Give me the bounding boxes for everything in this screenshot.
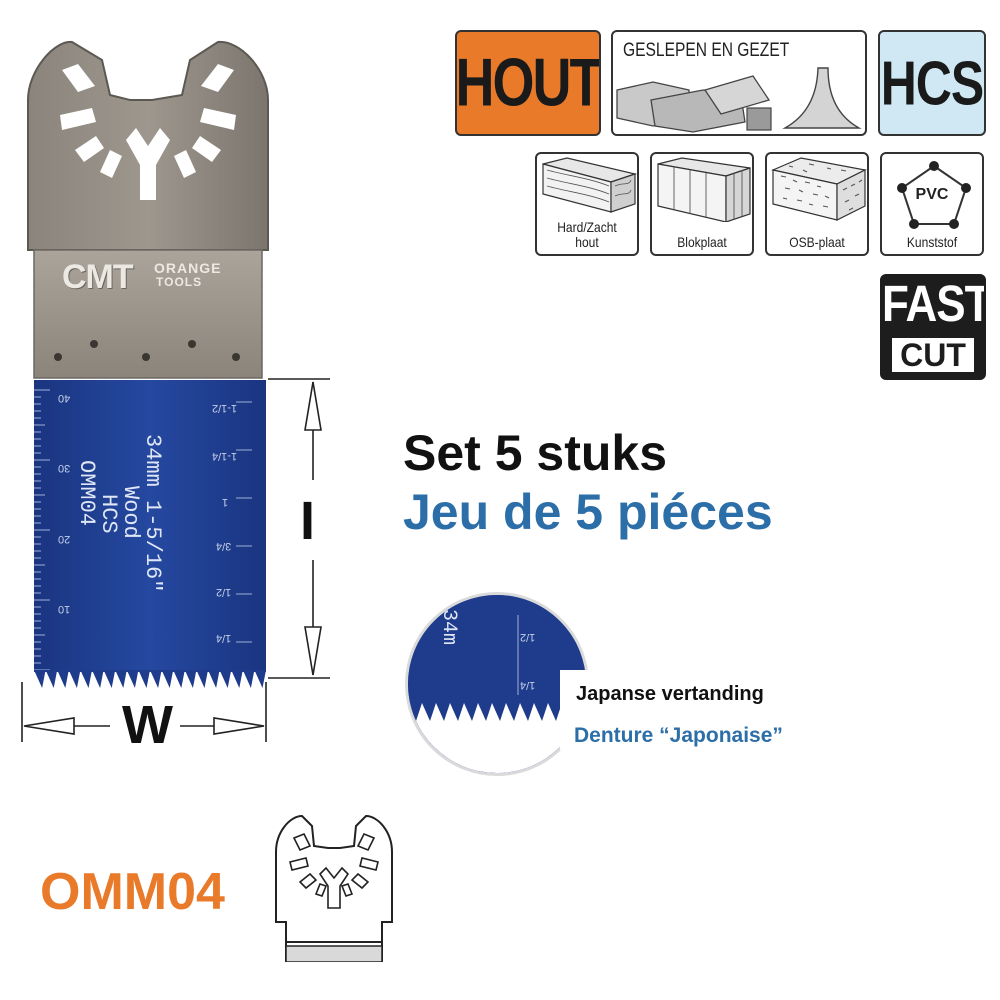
product-code: OMM04: [40, 863, 225, 921]
teeth-row: [34, 670, 275, 688]
fast-cut-line2: CUT: [892, 338, 974, 372]
pvc-icon-text: PVC: [915, 186, 949, 203]
detail-tick-label: 1/4: [520, 679, 536, 691]
blade-illustration: [27, 40, 275, 688]
material-caption-line1: Kunststof: [906, 234, 958, 250]
osb-board-icon: [771, 157, 867, 221]
length-dimension-label: I: [300, 491, 316, 551]
rivets: [54, 340, 240, 361]
material-caption: Hard/Zacht hout: [544, 220, 630, 250]
tooth-detail-teeth: [408, 595, 586, 773]
hcs-steel-label: HCS: [880, 48, 984, 118]
detail-teeth-row: [408, 703, 586, 721]
detail-blade-text: 34m: [437, 609, 460, 646]
ground-and-set-label: GESLEPEN EN GEZET: [623, 40, 790, 61]
material-blockboard: Blokplaat: [650, 152, 754, 256]
material-hardwood-softwood: Hard/Zacht hout: [535, 152, 639, 256]
fast-cut-line1: FAST: [882, 276, 986, 333]
wood-application-label: HOUT: [455, 45, 601, 121]
tooth-type-nl: Japanse vertanding: [576, 683, 764, 705]
blade-mount-head: [27, 40, 269, 251]
fast-cut-badge: FAST CUT: [880, 274, 986, 380]
material-osb: OSB-plaat: [765, 152, 869, 256]
blade-outline-icon: [275, 814, 393, 962]
material-caption: Blokplaat: [659, 235, 745, 250]
blade-cutting-section: [34, 380, 266, 672]
wood-application-badge: HOUT: [455, 30, 601, 136]
cmt-logo-sub2: TOOLS: [156, 275, 203, 289]
width-dimension-label: W: [122, 695, 173, 755]
mount-cutouts: [60, 64, 236, 200]
japanese-teeth: [34, 670, 275, 688]
tooth-detail-mask: [560, 670, 600, 750]
cmt-logo: CMT ORANGE TOOLS: [62, 258, 242, 298]
set-quantity-fr: Jeu de 5 piéces: [403, 484, 773, 540]
blockboard-icon: [657, 157, 751, 222]
detail-tick-label: 1/2: [520, 631, 536, 643]
tooth-profile-icon: [616, 67, 862, 133]
ground-and-set-badge: GESLEPEN EN GEZET: [611, 30, 867, 136]
material-caption-line1: Hard/Zacht: [557, 219, 617, 235]
cmt-logo-sub1: ORANGE: [154, 260, 222, 276]
tooth-detail-zoom: 34m 1/2 1/4: [405, 592, 589, 776]
material-caption-line1: Blokplaat: [677, 234, 727, 250]
hcs-steel-badge: HCS: [878, 30, 986, 136]
set-quantity-nl: Set 5 stuks: [403, 425, 668, 481]
pvc-pentagon-icon: [897, 161, 971, 229]
material-caption-line1: OSB-plaat: [789, 234, 845, 250]
metric-scale: [34, 389, 252, 671]
material-caption: OSB-plaat: [774, 235, 860, 250]
dimension-arrows: [21, 378, 330, 742]
material-plastic: PVC Kunststof: [880, 152, 984, 256]
material-caption-line2: hout: [575, 234, 599, 250]
wood-plank-icon: [542, 157, 637, 213]
material-caption: Kunststof: [889, 235, 975, 250]
cmt-logo-text: CMT: [62, 258, 134, 296]
tooth-type-fr: Denture “Japonaise”: [574, 724, 783, 747]
